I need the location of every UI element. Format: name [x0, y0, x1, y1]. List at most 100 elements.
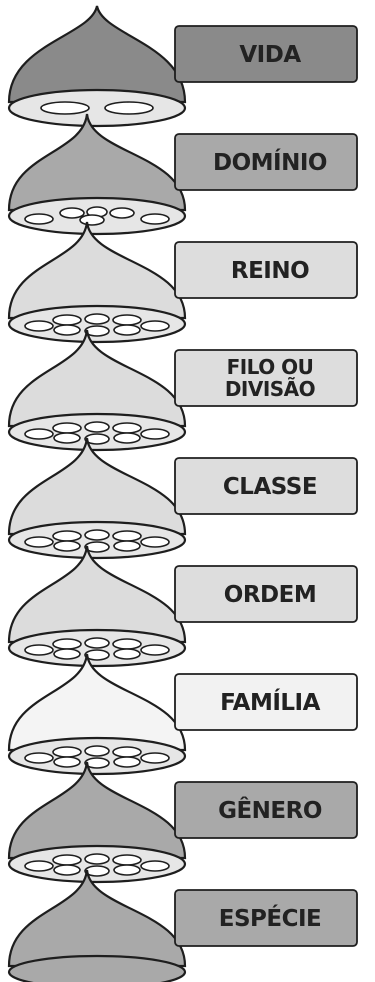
rim-hole	[112, 530, 142, 542]
rim-hole	[53, 432, 81, 444]
rim-hole	[53, 756, 81, 768]
rim-hole	[84, 853, 110, 865]
drop-body	[7, 437, 187, 536]
rim-hole	[140, 644, 170, 656]
rim-hole	[112, 638, 142, 650]
label-text: CLASSE	[223, 474, 317, 500]
rim-hole	[53, 648, 81, 660]
rim-hole	[52, 746, 82, 758]
label-box	[174, 781, 358, 839]
rim-hole	[112, 422, 142, 434]
label-box	[174, 889, 358, 947]
drop-rim	[7, 88, 187, 128]
rim-hole	[84, 649, 110, 661]
rim-hole	[53, 324, 81, 336]
rim-hole	[113, 648, 141, 660]
label-box	[174, 565, 358, 623]
level-label: REINO	[174, 241, 358, 299]
rim-hole	[113, 432, 141, 444]
rim-hole	[113, 324, 141, 336]
drop-level	[7, 5, 187, 128]
drop-level	[7, 761, 187, 884]
level-label: ESPÉCIE	[174, 889, 358, 947]
label-text: FAMÍLIA	[220, 688, 321, 716]
rim-hole	[84, 637, 110, 649]
level-label: GÊNERO	[174, 781, 358, 839]
rim-hole	[52, 638, 82, 650]
rim-hole	[24, 860, 54, 872]
rim-hole	[84, 325, 110, 337]
drop-stack	[7, 5, 187, 982]
level-label: ORDEM	[174, 565, 358, 623]
rim-hole	[84, 529, 110, 541]
rim-hole	[52, 422, 82, 434]
rim-hole	[24, 428, 54, 440]
label-text: ESPÉCIE	[219, 904, 322, 932]
drop-body	[7, 113, 187, 212]
drop-body	[7, 221, 187, 320]
rim-hole	[59, 207, 85, 219]
label-text: GÊNERO	[218, 796, 322, 824]
drop-level	[7, 869, 187, 982]
drop-level	[7, 113, 187, 236]
drop-body	[7, 761, 187, 860]
rim-hole	[84, 421, 110, 433]
rim-hole	[112, 854, 142, 866]
rim-hole	[113, 756, 141, 768]
rim-hole	[113, 864, 141, 876]
label-text: FILO OU	[227, 355, 314, 379]
rim-hole	[52, 530, 82, 542]
rim-hole	[84, 541, 110, 553]
rim-hole	[84, 433, 110, 445]
rim-hole	[84, 745, 110, 757]
drop-level	[7, 653, 187, 776]
label-box	[174, 25, 358, 83]
level-label: FAMÍLIA	[174, 673, 358, 731]
rim-hole	[140, 213, 170, 225]
drop-body	[7, 5, 187, 104]
drop-body	[7, 329, 187, 428]
drop-level	[7, 221, 187, 344]
rim-hole	[140, 320, 170, 332]
drop-level	[7, 545, 187, 668]
rim-hole	[40, 101, 90, 115]
label-text: ORDEM	[224, 582, 316, 608]
rim-hole	[112, 746, 142, 758]
level-label: VIDA	[174, 25, 358, 83]
label-box	[174, 349, 358, 407]
rim-hole	[104, 101, 154, 115]
rim-hole	[112, 314, 142, 326]
rim-hole	[84, 757, 110, 769]
drop-base	[7, 954, 187, 982]
level-label: CLASSE	[174, 457, 358, 515]
label-text: REINO	[231, 258, 309, 284]
rim-hole	[84, 865, 110, 877]
rim-hole	[140, 860, 170, 872]
rim-hole	[24, 320, 54, 332]
rim-hole	[84, 313, 110, 325]
rim-hole	[24, 536, 54, 548]
label-box	[174, 133, 358, 191]
rim-hole	[140, 536, 170, 548]
rim-hole	[140, 752, 170, 764]
drop-level	[7, 437, 187, 560]
label-box	[174, 457, 358, 515]
label-text: DIVISÃO	[225, 377, 315, 401]
drop-level	[7, 329, 187, 452]
drop-body	[7, 653, 187, 752]
rim-hole	[53, 540, 81, 552]
rim-hole	[52, 854, 82, 866]
label-text: DOMÍNIO	[213, 148, 327, 176]
rim-hole	[24, 213, 54, 225]
level-label: DOMÍNIO	[174, 133, 358, 191]
label-box	[174, 673, 358, 731]
rim-hole	[79, 214, 105, 226]
rim-hole	[53, 864, 81, 876]
rim-hole	[24, 752, 54, 764]
drop-body	[7, 545, 187, 644]
label-box	[174, 241, 358, 299]
rim-hole	[24, 644, 54, 656]
